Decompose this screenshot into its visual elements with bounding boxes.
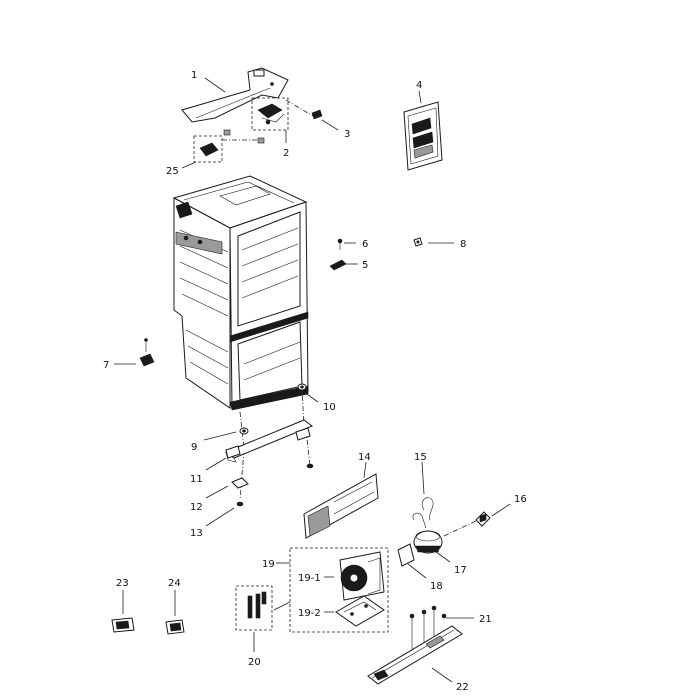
callout-3: 3: [344, 129, 350, 140]
part-4-label-sheet: [403, 101, 443, 171]
part-25-hinge: [199, 129, 265, 157]
part-2-hinge: [257, 103, 285, 125]
part-6-screw: [337, 238, 343, 250]
callout-6: 6: [362, 239, 368, 250]
part-16-relay: [475, 511, 491, 527]
leader-12: [205, 485, 229, 499]
callout-13: 13: [190, 528, 203, 539]
callout-19-1: 19-1: [298, 573, 321, 584]
leader-3: [321, 119, 339, 131]
part-11-base-rail: [224, 419, 314, 463]
leader-22: [431, 667, 453, 683]
part-24-plate: [165, 619, 185, 635]
part-19-1-fan: [339, 551, 385, 601]
callout-21: 21: [479, 614, 492, 625]
part-14-back-cover: [303, 473, 379, 539]
callout-11: 11: [190, 474, 203, 485]
callout-12: 12: [190, 502, 203, 513]
leader-18: [407, 563, 427, 579]
cabinet-body: [172, 175, 309, 411]
callout-17: 17: [454, 565, 467, 576]
callout-24: 24: [168, 578, 181, 589]
part-23-plate: [111, 617, 135, 633]
part-18-bracket: [397, 543, 415, 567]
leader-11: [205, 457, 227, 471]
part-17-compressor: [413, 530, 443, 554]
part-20-screws: [247, 591, 267, 619]
callout-14: 14: [358, 452, 371, 463]
callout-5: 5: [362, 260, 368, 271]
callout-23: 23: [116, 578, 129, 589]
callout-20: 20: [248, 657, 261, 668]
callout-25: 25: [166, 166, 179, 177]
callout-8: 8: [460, 239, 466, 250]
callout-1: 1: [191, 70, 197, 81]
callout-16: 16: [514, 494, 527, 505]
callout-19-2: 19-2: [298, 608, 321, 619]
part-20-box: [235, 585, 273, 631]
leader-15: [421, 461, 425, 495]
callout-19: 19: [262, 559, 275, 570]
callout-15: 15: [414, 452, 427, 463]
leader-14: [363, 461, 367, 479]
callout-4: 4: [416, 80, 422, 91]
part-10-roller: [297, 383, 307, 391]
leader-16: [491, 503, 511, 517]
part-12-foot: [231, 477, 249, 489]
part-25-box: [193, 135, 223, 163]
part-2-box: [251, 97, 289, 131]
part-9-roller: [239, 427, 249, 435]
leader-19-link: [273, 601, 291, 611]
part-19-2-bracket: [335, 595, 385, 627]
part-13-pad: [236, 463, 314, 507]
leader-13: [205, 507, 235, 527]
part-1-top-bracket: [181, 67, 289, 123]
part-15-pipe: [412, 497, 434, 529]
callout-18: 18: [430, 581, 443, 592]
part-3-screw: [311, 109, 323, 120]
callout-22: 22: [456, 682, 469, 693]
leader-25: [181, 161, 197, 169]
callout-9: 9: [191, 442, 197, 453]
callout-10: 10: [323, 402, 336, 413]
leader-10: [303, 391, 319, 403]
leader-4: [418, 90, 422, 104]
leader-9: [203, 431, 237, 441]
part-19-box: [289, 547, 389, 633]
callout-2: 2: [283, 148, 289, 159]
callout-7: 7: [103, 360, 109, 371]
part-8-cap: [413, 237, 423, 247]
leader-1: [204, 77, 226, 93]
part-21-bolts: [409, 605, 447, 650]
part-7-clip: [139, 338, 155, 367]
leader-17: [435, 551, 451, 563]
part-5-clip: [329, 259, 347, 271]
part-22-base-plate: [367, 625, 463, 685]
